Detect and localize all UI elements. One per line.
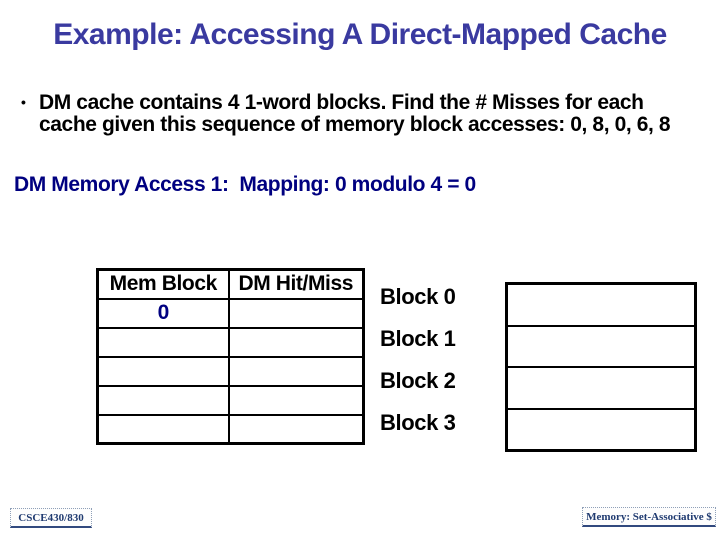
bullet-item: • DM cache contains 4 1-word blocks. Fin… xyxy=(21,92,693,135)
table-row xyxy=(96,413,365,445)
footer-course-label: CSCE430/830 xyxy=(18,511,84,524)
bullet-line-2: cache given this sequence of memory bloc… xyxy=(39,112,671,136)
cell-hit-miss-4 xyxy=(227,384,365,416)
label-block-2: Block 2 xyxy=(380,368,456,393)
slide-title: Example: Accessing A Direct-Mapped Cache xyxy=(53,18,667,51)
header-mem-block: Mem Block xyxy=(96,268,230,300)
footer-course-badge: CSCE430/830 xyxy=(10,508,92,528)
label-block-3: Block 3 xyxy=(380,410,456,435)
cache-block-labels: Block 0 Block 1 Block 2 Block 3 xyxy=(380,276,490,444)
cache-row-2 xyxy=(508,366,694,408)
bullet-text: DM cache contains 4 1-word blocks. Find … xyxy=(39,91,671,136)
hit-miss-table: Mem Block DM Hit/Miss 0 xyxy=(96,268,365,445)
table-row xyxy=(96,384,365,416)
cache-row-1 xyxy=(508,324,694,367)
cell-mem-block-3 xyxy=(96,355,230,387)
cache-row-3 xyxy=(508,407,694,450)
cell-mem-block-2 xyxy=(96,326,230,358)
cell-hit-miss-1 xyxy=(227,297,365,329)
table-row xyxy=(96,355,365,387)
bullet-icon: • xyxy=(21,94,26,110)
footer-section-label: Memory: Set-Associative $ xyxy=(586,510,712,523)
label-block-1: Block 1 xyxy=(380,326,456,351)
table-row xyxy=(96,326,365,358)
cache-row-0 xyxy=(508,285,694,325)
label-block-0: Block 0 xyxy=(380,284,456,309)
table-row: 0 xyxy=(96,297,365,329)
cell-hit-miss-3 xyxy=(227,355,365,387)
cell-mem-block-1: 0 xyxy=(96,297,230,329)
cell-hit-miss-5 xyxy=(227,413,365,445)
cache-diagram xyxy=(505,282,697,452)
footer-section-badge: Memory: Set-Associative $ xyxy=(582,507,716,527)
access-heading: DM Memory Access 1: Mapping: 0 modulo 4 … xyxy=(14,173,476,196)
cell-hit-miss-2 xyxy=(227,326,365,358)
table-header-row: Mem Block DM Hit/Miss xyxy=(96,268,365,300)
header-dm-hit-miss: DM Hit/Miss xyxy=(227,268,365,300)
cell-mem-block-5 xyxy=(96,413,230,445)
bullet-line-1: DM cache contains 4 1-word blocks. Find … xyxy=(39,91,644,114)
cell-mem-block-4 xyxy=(96,384,230,416)
